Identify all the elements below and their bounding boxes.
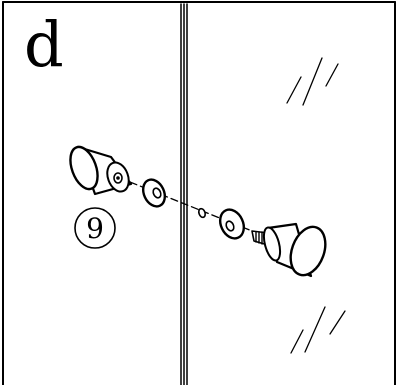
- glass-reflection-icon: [286, 57, 339, 106]
- part-callout: 9: [74, 207, 116, 249]
- panel-divider: [180, 3, 188, 385]
- step-label: d: [24, 8, 64, 81]
- knob-icon: [262, 222, 327, 278]
- callout-number: 9: [86, 212, 104, 245]
- glass-reflection-icon: [290, 306, 346, 354]
- spacer-icon: [197, 207, 207, 219]
- knob-icon: [69, 145, 133, 196]
- washer-icon: [141, 178, 167, 208]
- washer-icon: [218, 208, 246, 240]
